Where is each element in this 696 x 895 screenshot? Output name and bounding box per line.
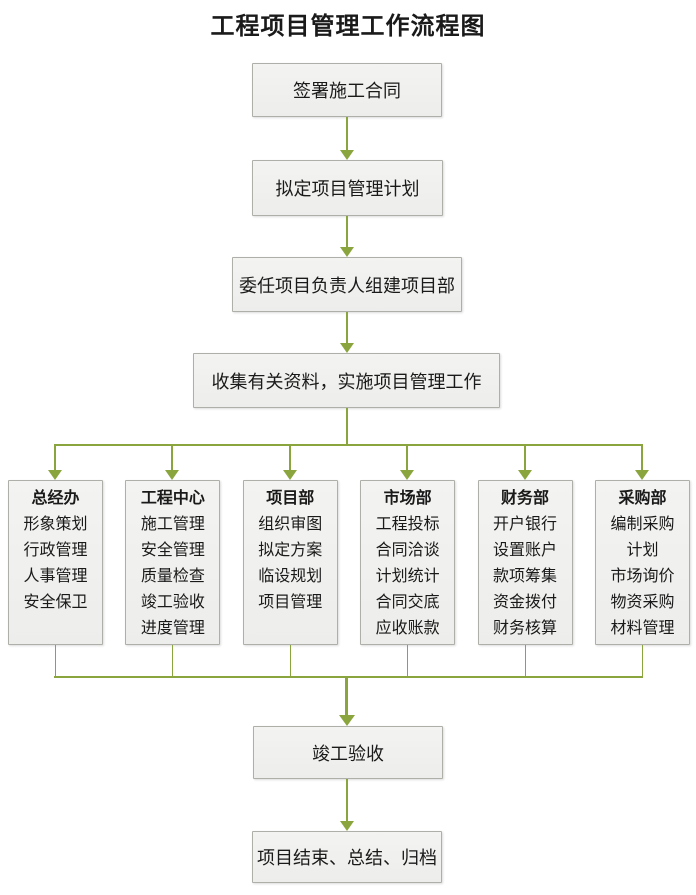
department-box: 工程中心 施工管理安全管理质量检查竣工验收进度管理 (125, 480, 221, 645)
department-items: 开户银行设置账户款项筹集资金拨付财务核算 (479, 512, 572, 642)
department-items: 形象策划行政管理人事管理安全保卫 (9, 512, 102, 616)
department-item: 物资采购 (610, 594, 675, 611)
flow-box-draft-plan-label: 拟定项目管理计划 (275, 179, 420, 199)
connector-branch-stem (346, 408, 348, 445)
flow-box-collect-info-label: 收集有关资料，实施项目管理工作 (211, 371, 482, 392)
connector-line-final (346, 779, 348, 821)
department-title: 总经办 (31, 490, 80, 507)
department-item: 安全管理 (140, 542, 205, 559)
connector-branch-line-6 (641, 445, 643, 470)
department-item: 临设规划 (258, 568, 323, 585)
department-box: 市场部 工程投标合同洽谈计划统计合同交底应收账款 (360, 480, 456, 645)
department-item: 合同交底 (375, 594, 440, 611)
department-items: 编制采购计划市场询价物资采购材料管理 (596, 512, 689, 642)
department-item: 质量检查 (140, 568, 205, 585)
page-title: 工程项目管理工作流程图 (210, 14, 486, 40)
department-title: 工程中心 (140, 490, 205, 507)
arrowhead-branch-3 (283, 470, 297, 480)
department-item: 竣工验收 (140, 594, 205, 611)
connector-line-2 (346, 216, 348, 247)
department-title: 市场部 (383, 490, 432, 507)
department-item: 开户银行 (493, 516, 558, 533)
connector-line-1 (346, 117, 348, 150)
department-item: 拟定方案 (258, 542, 323, 559)
connector-merge-stub-1 (55, 645, 56, 677)
department-item: 合同洽谈 (375, 542, 440, 559)
connector-merge-stub-2 (172, 645, 173, 677)
department-items: 施工管理安全管理质量检查竣工验收进度管理 (126, 512, 219, 642)
arrowhead-down-1 (340, 150, 354, 160)
department-box: 项目部 组织审图拟定方案临设规划项目管理 (242, 480, 338, 645)
department-item: 进度管理 (140, 620, 205, 637)
department-items: 工程投标合同洽谈计划统计合同交底应收账款 (361, 512, 454, 642)
department-title: 项目部 (266, 490, 315, 507)
connector-merge-stem (345, 677, 348, 716)
flow-box-sign-contract: 签署施工合同 (252, 63, 442, 117)
connector-merge-stub-5 (525, 645, 526, 677)
department-item: 项目管理 (258, 594, 323, 611)
connector-merge-stub-6 (642, 645, 643, 677)
connector-branch-line-1 (54, 445, 56, 470)
flow-box-completion-acceptance: 竣工验收 (253, 726, 443, 779)
department-item: 市场询价 (610, 568, 675, 585)
department-item: 形象策划 (23, 516, 88, 533)
department-row: 总经办 形象策划行政管理人事管理安全保卫 工程中心 施工管理安全管理质量检查竣工… (8, 480, 690, 645)
department-item: 材料管理 (610, 620, 675, 637)
department-item: 资金拨付 (493, 594, 558, 611)
department-box: 总经办 形象策划行政管理人事管理安全保卫 (8, 480, 103, 645)
connector-branch-line-2 (171, 445, 173, 470)
arrowhead-down-final (340, 821, 354, 831)
department-item: 工程投标 (375, 516, 440, 533)
department-item: 设置账户 (493, 542, 558, 559)
department-item: 行政管理 (23, 542, 88, 559)
arrowhead-down-2 (340, 247, 354, 257)
arrowhead-branch-5 (518, 470, 532, 480)
department-item: 款项筹集 (493, 568, 558, 585)
flow-box-appoint-leader-label: 委任项目负责人组建项目部 (239, 275, 455, 296)
connector-branch-horizontal (54, 444, 643, 446)
department-item: 施工管理 (140, 516, 205, 533)
arrowhead-down-3 (340, 343, 354, 353)
department-item: 应收账款 (375, 620, 440, 637)
connector-branch-line-4 (406, 445, 408, 470)
arrowhead-branch-4 (400, 470, 414, 480)
department-items: 组织审图拟定方案临设规划项目管理 (244, 512, 337, 616)
flow-box-project-end: 项目结束、总结、归档 (252, 831, 442, 883)
flow-box-draft-plan: 拟定项目管理计划 (252, 160, 443, 216)
connector-merge-stub-3 (290, 645, 291, 677)
arrowhead-branch-2 (165, 470, 179, 480)
flow-box-appoint-leader: 委任项目负责人组建项目部 (232, 257, 462, 312)
arrowhead-branch-6 (635, 470, 649, 480)
flow-box-project-end-label: 项目结束、总结、归档 (257, 848, 437, 868)
connector-line-3 (346, 312, 348, 343)
department-item: 安全保卫 (23, 594, 88, 611)
department-item: 人事管理 (23, 568, 88, 585)
department-box: 采购部 编制采购计划市场询价物资采购材料管理 (594, 480, 690, 645)
department-title: 采购部 (618, 490, 667, 507)
connector-merge-stub-4 (407, 645, 408, 677)
department-title: 财务部 (501, 490, 550, 507)
flow-box-sign-contract-label: 签署施工合同 (293, 81, 401, 101)
flow-box-collect-info: 收集有关资料，实施项目管理工作 (193, 353, 500, 408)
department-item: 编制采购计划 (610, 516, 675, 559)
department-item: 计划统计 (375, 568, 440, 585)
department-item: 组织审图 (258, 516, 323, 533)
connector-branch-line-5 (524, 445, 526, 470)
department-box: 财务部 开户银行设置账户款项筹集资金拨付财务核算 (477, 480, 573, 645)
arrowhead-branch-1 (48, 470, 62, 480)
flow-box-completion-acceptance-label: 竣工验收 (312, 743, 384, 764)
department-item: 财务核算 (493, 620, 558, 637)
connector-branch-line-3 (289, 445, 291, 470)
arrowhead-merge (339, 715, 355, 726)
connector-merge-horizontal (54, 676, 643, 678)
